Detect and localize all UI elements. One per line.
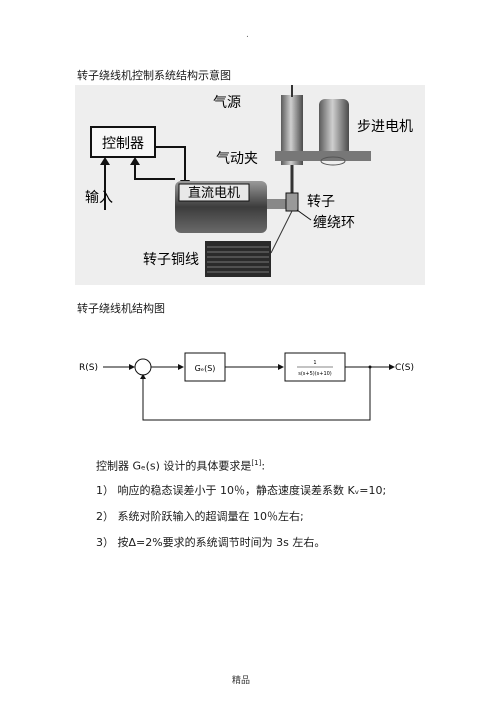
controller-label: 控制器 xyxy=(102,136,144,152)
stepper-motor-label: 步进电机 xyxy=(357,119,413,135)
feedback-arrow xyxy=(140,374,146,379)
error-arrow xyxy=(178,364,184,370)
input-r-label: R(S) xyxy=(79,363,98,373)
stepper-rotation-mark xyxy=(320,156,346,166)
control-arrow xyxy=(278,364,284,370)
input-arrow xyxy=(129,364,135,370)
requirements-intro: 控制器 Gₑ(s) 设计的具体要求是[1]: xyxy=(96,459,266,473)
requirements-intro-text: 控制器 Gₑ(s) 设计的具体要求是 xyxy=(96,459,252,473)
block-diagram: R(S) Gₑ(S) 1 s(s+5)(s+10) C(S) xyxy=(79,352,414,421)
requirement-1: 1） 响应的稳态误差小于 10％，静态速度误差系数 Kᵥ=10; xyxy=(96,484,387,497)
controller-block xyxy=(90,126,156,158)
winding-machine-schematic: 控制器 输入 直流电机 气源 步进电机 气动夹 转子 缠绕环 转子铜线 xyxy=(75,85,425,285)
feedback-line xyxy=(134,161,175,180)
copper-wire-label: 转子铜线 xyxy=(143,252,199,268)
header-mark: . xyxy=(246,30,249,40)
requirements-intro-colon: : xyxy=(261,459,266,473)
air-source-label: 气源 xyxy=(213,95,241,111)
stepper-motor-image xyxy=(319,99,349,157)
input-arrowhead xyxy=(100,157,110,165)
pneumatic-clamp-label: 气动夹 xyxy=(216,151,258,167)
rotor-image xyxy=(285,192,299,212)
summing-junction xyxy=(134,358,152,376)
dc-motor-label-box xyxy=(178,183,250,202)
figure1-title: 转子绕线机控制系统结构示意图 xyxy=(77,69,231,82)
feedback-arrowhead xyxy=(130,157,140,165)
plant-numerator: 1 xyxy=(313,360,316,366)
mounting-plate xyxy=(275,151,371,161)
requirement-2: 2） 系统对阶跃输入的超调量在 10％左右; xyxy=(96,510,304,523)
winding-ring-label: 缠绕环 xyxy=(313,214,355,231)
copper-wire-strand xyxy=(270,210,293,254)
controller-gc-label: Gₑ(S) xyxy=(195,364,216,373)
feedback-path xyxy=(142,367,371,421)
footer-text: 精品 xyxy=(232,676,251,686)
input-label: 输入 xyxy=(85,190,113,206)
plant-denominator: s(s+5)(s+10) xyxy=(298,371,332,377)
winding-ring-leader xyxy=(296,209,312,221)
control-signal-line xyxy=(155,146,186,185)
requirement-3: 3） 按Δ=2%要求的系统调节时间为 3s 左右。 xyxy=(96,536,326,549)
motor-shaft xyxy=(267,199,287,209)
output-c-label: C(S) xyxy=(395,363,414,373)
figure2-title: 转子绕线机结构图 xyxy=(77,302,165,315)
spool-windings xyxy=(207,246,269,273)
air-cylinder xyxy=(281,95,303,165)
controller-block-gc xyxy=(184,352,226,382)
rotor-label: 转子 xyxy=(307,194,335,210)
dc-motor-label: 直流电机 xyxy=(188,186,240,201)
output-arrow xyxy=(389,364,395,370)
